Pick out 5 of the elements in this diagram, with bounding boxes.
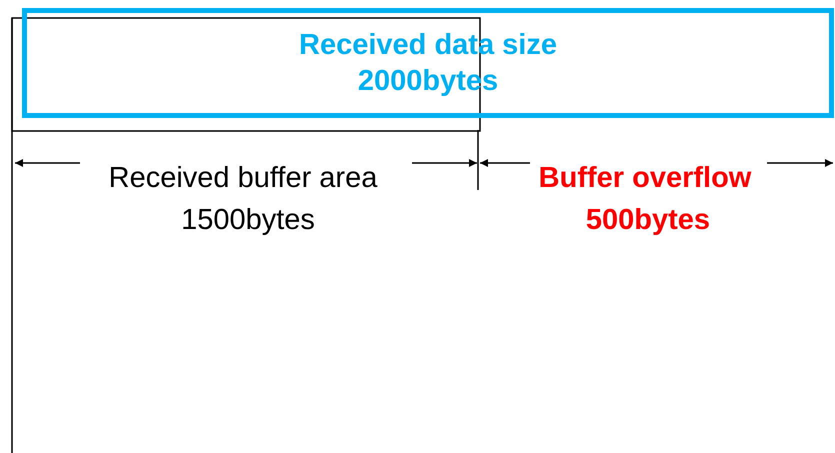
dimension-value: 1500bytes bbox=[181, 204, 315, 237]
dimension-label: Buffer overflow bbox=[538, 162, 752, 195]
dimension-value: 500bytes bbox=[586, 204, 710, 237]
dimension-label: Received buffer area bbox=[108, 162, 378, 195]
data-size-box bbox=[22, 8, 834, 118]
